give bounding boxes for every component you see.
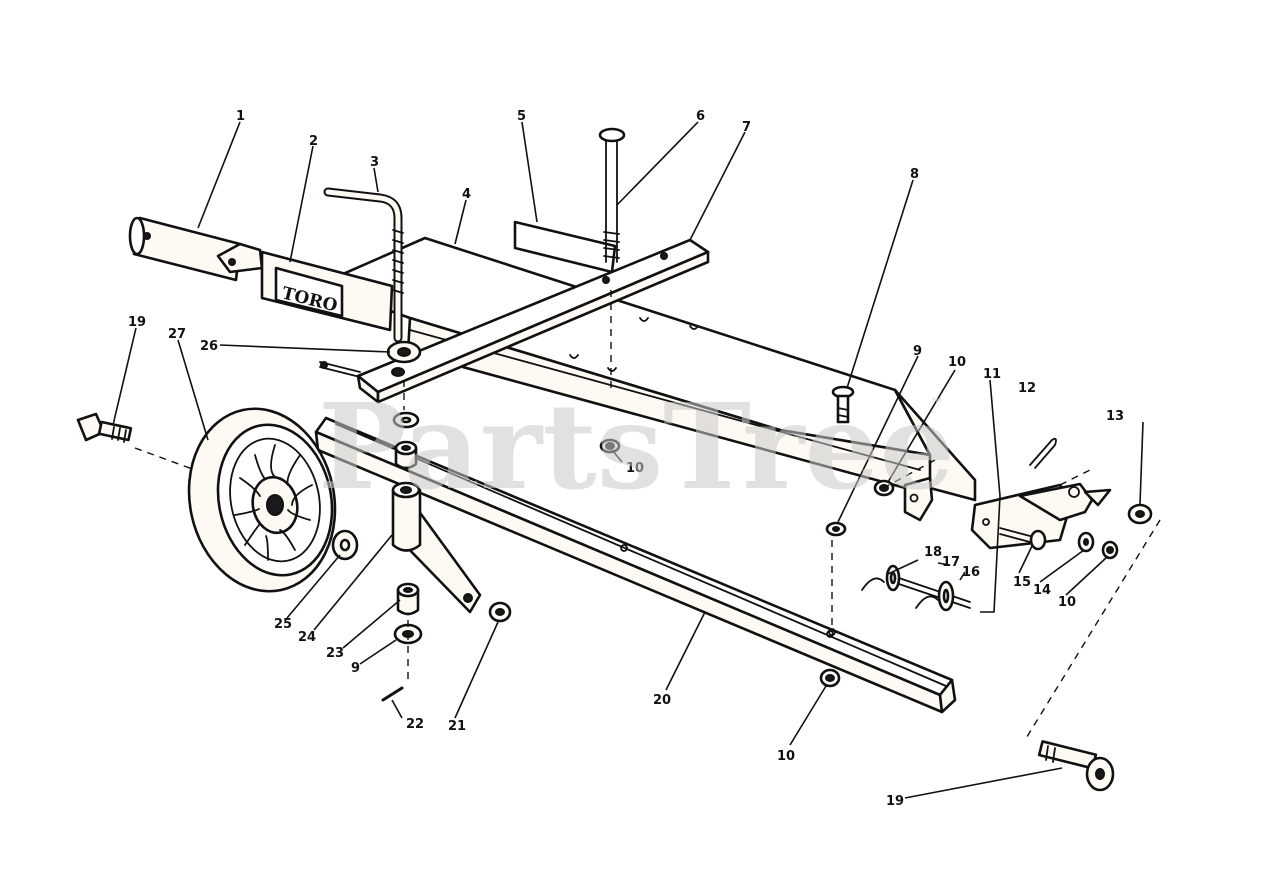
bolt-part-19-right (1037, 740, 1115, 792)
nut-part-21 (488, 601, 512, 623)
tube-part-1 (128, 216, 264, 282)
callout-8: 8 (910, 167, 919, 182)
callout-18: 18 (924, 545, 942, 560)
callout-14: 14 (1033, 583, 1051, 598)
carriage-bolt-part-6 (598, 127, 626, 390)
nut-part-10-bottom (819, 668, 841, 688)
watermark: PartsTree ™ (318, 377, 955, 516)
callout-6: 6 (696, 109, 705, 124)
callout-2: 2 (309, 134, 318, 149)
axle-part-17 (861, 564, 971, 612)
bushing-part-23 (396, 582, 420, 616)
bracket-part-11 (970, 482, 1112, 550)
callout-9-right: 9 (913, 344, 922, 359)
wheel-part-27 (187, 407, 337, 593)
callout-27: 27 (168, 327, 186, 342)
bolt-part-19-left (76, 412, 196, 471)
callout-23: 23 (326, 646, 344, 661)
nut-part-13 (1127, 503, 1153, 525)
callout-10-center: 10 (626, 461, 644, 476)
callout-12: 12 (1018, 381, 1036, 396)
j-bolt-part-3 (323, 187, 404, 343)
callout-19-left: 19 (128, 315, 146, 330)
callout-5: 5 (517, 109, 526, 124)
callout-10-frame: 10 (948, 355, 966, 370)
watermark-text: PartsTree (318, 377, 955, 516)
angle-bar-part-20 (314, 416, 957, 714)
carriage-bolt-part-8 (831, 385, 855, 424)
leader-lines (112, 121, 1144, 799)
callout-15: 15 (1013, 575, 1031, 590)
callout-21: 21 (448, 719, 466, 734)
nut-part-10-center (599, 438, 621, 454)
washer-part-9-right (825, 521, 847, 636)
bushing-upper (392, 411, 420, 470)
washer-part-25 (331, 529, 359, 561)
callout-24: 24 (298, 630, 316, 645)
watermark-trademark: ™ (930, 396, 944, 412)
callout-10-right: 10 (1058, 595, 1076, 610)
callout-17: 17 (942, 555, 960, 570)
washer-part-14 (1077, 531, 1095, 553)
callout-7: 7 (742, 120, 751, 135)
nut-part-10-right (1101, 540, 1119, 560)
cotter-pin-part-12 (1029, 437, 1057, 469)
callout-13: 13 (1106, 409, 1124, 424)
callout-11: 11 (983, 367, 1001, 382)
bolt-part-15 (999, 527, 1047, 551)
callout-25: 25 (274, 617, 292, 632)
pin-part-22 (381, 686, 404, 702)
callout-19-right: 19 (886, 794, 904, 809)
rod-end (319, 361, 361, 378)
callout-1: 1 (236, 109, 245, 124)
callout-26: 26 (200, 339, 218, 354)
callout-4: 4 (462, 187, 471, 202)
callout-3: 3 (370, 155, 379, 170)
callout-9-bottom: 9 (351, 661, 360, 676)
cross-bar-part-7 (356, 238, 710, 404)
callout-10-bottom: 10 (777, 749, 795, 764)
callout-16: 16 (962, 565, 980, 580)
plate-part-5 (513, 220, 617, 274)
callout-labels: 1 2 3 4 5 6 7 8 9 10 11 12 13 19 27 26 1… (128, 109, 1124, 809)
callout-22: 22 (406, 717, 424, 732)
caster-arm-part-24 (391, 481, 482, 614)
callout-20: 20 (653, 693, 671, 708)
assembly-lines (403, 380, 1161, 741)
